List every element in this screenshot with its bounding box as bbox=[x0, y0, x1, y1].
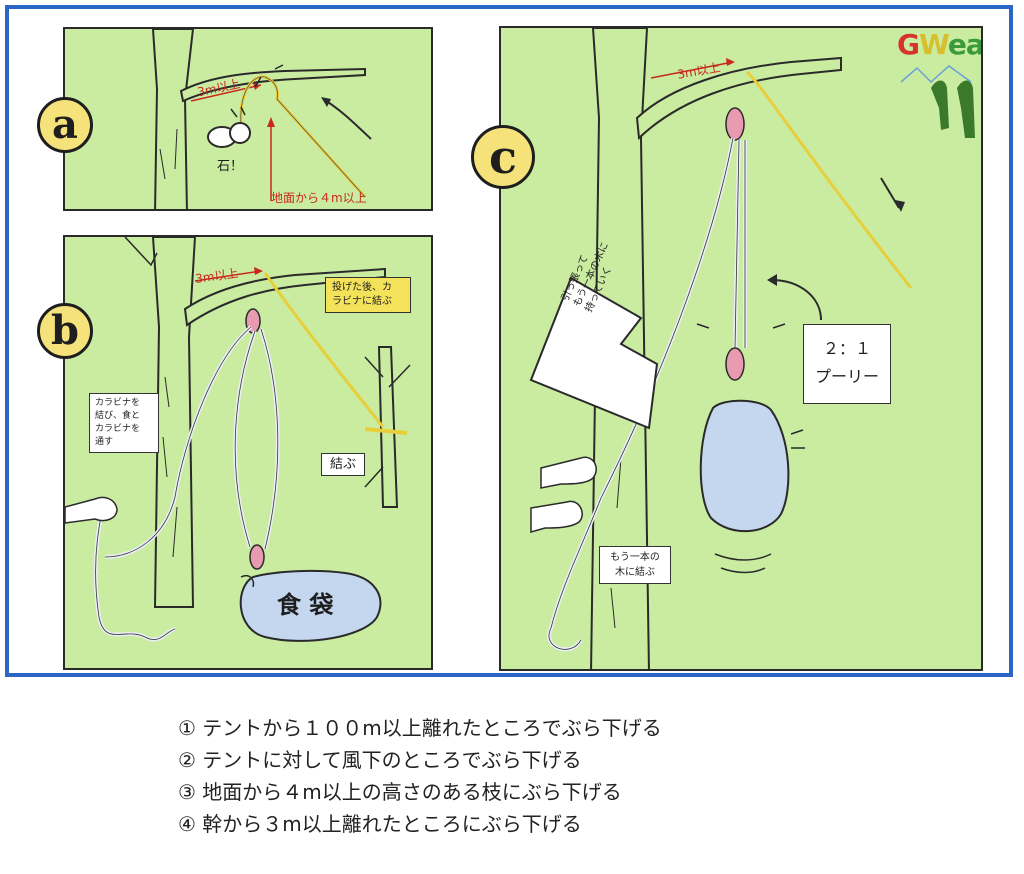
rule-4: ④ 幹から３m以上離れたところにぶら下げる bbox=[178, 812, 582, 836]
throw-note-line-2: ラビナに結ぶ bbox=[332, 296, 392, 307]
rule-2: ② テントに対して風下のところでぶら下げる bbox=[178, 748, 582, 772]
panel-b-throw-note: 投げた後、カ ラビナに結ぶ bbox=[325, 277, 411, 313]
badge-b: b bbox=[37, 303, 93, 359]
panel-b-tie-label: 結ぶ bbox=[321, 453, 366, 476]
rule-3: ③ 地面から４m以上の高さのある枝にぶら下げる bbox=[178, 780, 622, 804]
pulley-label-box: ２：１ プーリー bbox=[803, 324, 891, 404]
panel-c-tie-note: もう一本の 木に結ぶ bbox=[599, 546, 671, 584]
carabiner-note-line-1: カラビナを bbox=[95, 398, 141, 408]
panel-c: GWear 3m以上 引っ張って もう一本の木に 持っていく ２：１ プーリー … bbox=[499, 26, 983, 671]
panel-c-drawing bbox=[529, 28, 975, 669]
carabiner-note-line-3: カラビナを bbox=[95, 424, 141, 434]
rule-1: ① テントから１００m以上離れたところでぶら下げる bbox=[178, 716, 662, 740]
tie-note-line-1: もう一本の bbox=[610, 552, 660, 563]
pulley-ratio: ２：１ bbox=[822, 339, 871, 358]
panel-a-drawing bbox=[151, 29, 372, 209]
gwear-logo: GWear bbox=[897, 28, 983, 61]
panel-a-stone-label: 石！ bbox=[217, 159, 244, 174]
panel-a-ground-label: 地面から４m以上 bbox=[271, 191, 367, 205]
logo-letters-ear: ear bbox=[947, 28, 983, 61]
panel-b-carabiner-note: カラビナを 結び、食と カラビナを 通す bbox=[89, 393, 159, 453]
panel-a: 3m以上 石！ 地面から４m以上 bbox=[63, 27, 433, 211]
tie-note-line-2: 木に結ぶ bbox=[615, 567, 655, 578]
carabiner-note-line-4: 通す bbox=[95, 437, 114, 447]
panel-b: 3m以上 投げた後、カ ラビナに結ぶ カラビナを 結び、食と カラビナを 通す … bbox=[63, 235, 433, 670]
illustration-frame: 3m以上 石！ 地面から４m以上 bbox=[5, 5, 1013, 677]
food-bag-label: 食 袋 bbox=[277, 591, 334, 619]
badge-c: c bbox=[471, 125, 535, 189]
logo-letter-g: G bbox=[897, 28, 920, 61]
rules-list: ① テントから１００m以上離れたところでぶら下げる ② テントに対して風下のとこ… bbox=[178, 712, 662, 840]
throw-note-line-1: 投げた後、カ bbox=[332, 282, 392, 293]
panel-b-drawing bbox=[65, 237, 411, 642]
carabiner-note-line-2: 結び、食と bbox=[95, 411, 141, 421]
badge-a: a bbox=[37, 97, 93, 153]
logo-letter-w: W bbox=[918, 28, 949, 61]
pulley-word: プーリー bbox=[814, 367, 879, 386]
